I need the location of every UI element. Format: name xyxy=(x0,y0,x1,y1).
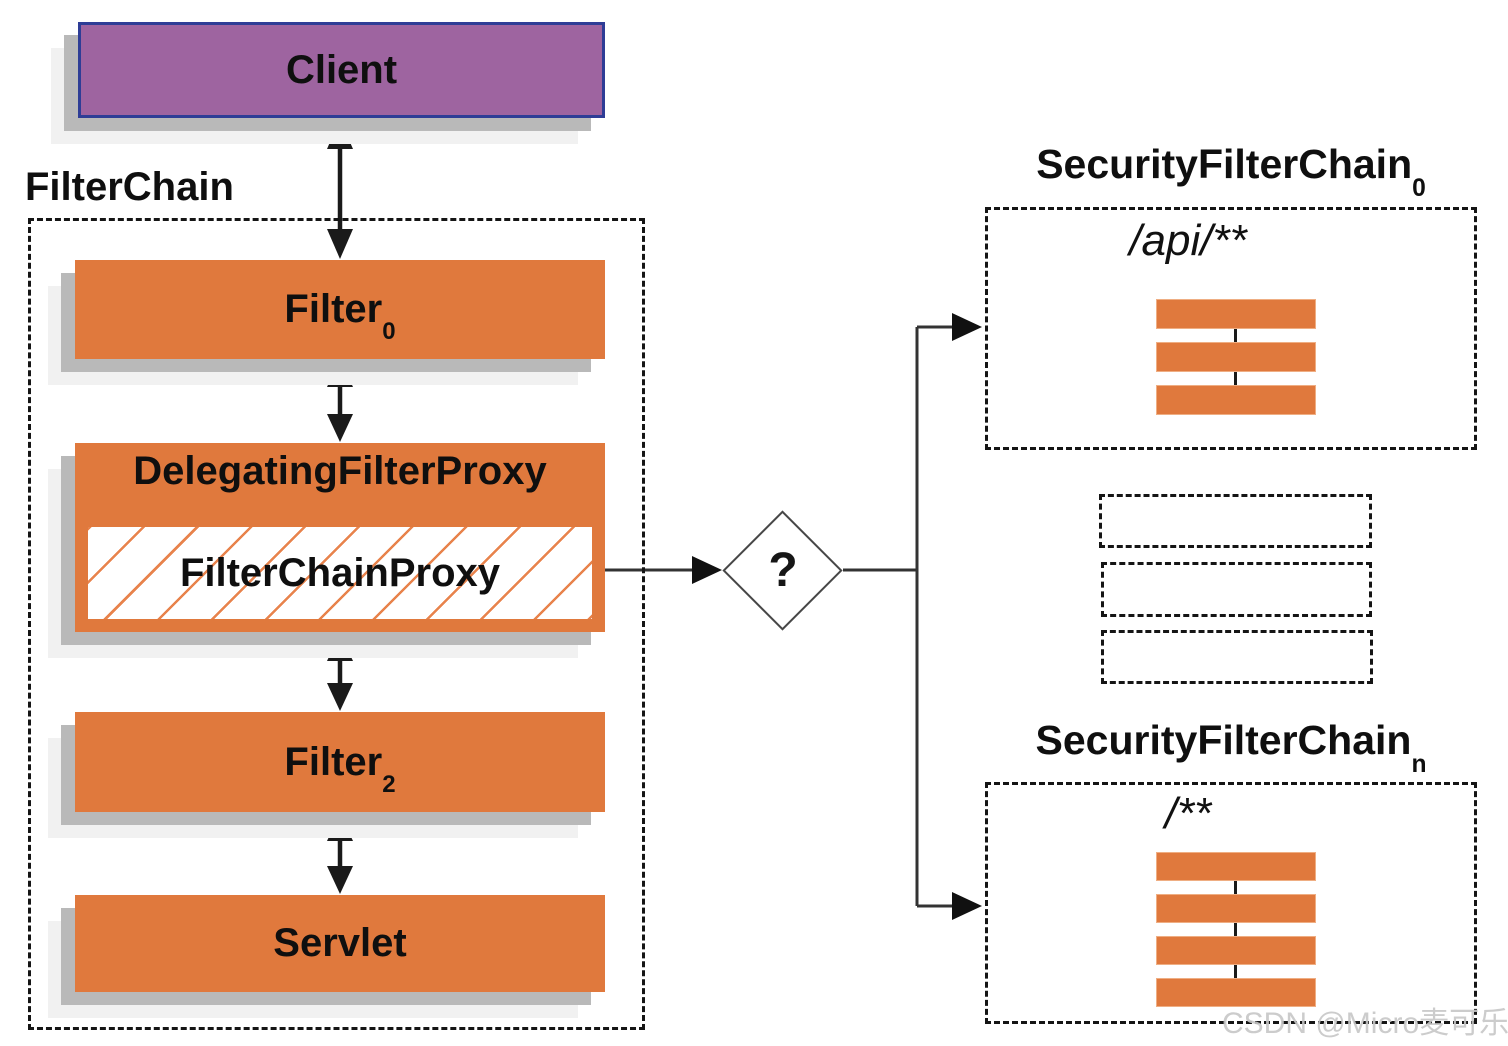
placeholder-chain-box xyxy=(1101,630,1373,684)
filter-chain-proxy-box: FilterChainProxy xyxy=(86,525,594,621)
filter-slot-bar xyxy=(1156,894,1316,923)
servlet-label: Servlet xyxy=(273,921,407,965)
security-filter-chain-n-title: SecurityFilterChainn xyxy=(1035,717,1427,778)
filter0-label: Filter0 xyxy=(284,287,396,346)
security-filter-chain-0-box: /api/** xyxy=(985,207,1477,450)
client-box: Client xyxy=(78,22,605,118)
decision-branch-lines xyxy=(843,313,982,920)
client-label: Client xyxy=(285,47,398,92)
placeholder-chain-box xyxy=(1099,494,1372,548)
delegating-filter-proxy-label: DelegatingFilterProxy xyxy=(133,449,547,493)
security-filter-chain-0-url-pattern: /api/** xyxy=(1129,216,1247,265)
filter-slot-connector xyxy=(1234,868,1237,996)
filter-slot-bar xyxy=(1156,852,1316,881)
filterchain-label: FilterChain xyxy=(25,165,234,209)
placeholder-chain-box xyxy=(1101,562,1372,617)
security-filter-chain-n-box: /** xyxy=(985,782,1477,1024)
delegating-filter-proxy-box: DelegatingFilterProxy FilterChainProxy xyxy=(75,443,605,632)
filter-slot-bar xyxy=(1156,936,1316,965)
security-filter-chain-0-title: SecurityFilterChain0 xyxy=(1036,141,1426,202)
decision-question-label: ? xyxy=(768,543,798,597)
servlet-box: Servlet xyxy=(75,895,605,992)
watermark-text: CSDN @Micro麦可乐 xyxy=(1222,1007,1508,1040)
filter-chain-proxy-label: FilterChainProxy xyxy=(179,550,501,595)
filter-slot-bar xyxy=(1156,978,1316,1007)
filter2-label: Filter2 xyxy=(284,739,396,798)
filter-slot-bar xyxy=(1156,342,1316,372)
filter-slot-bar xyxy=(1156,385,1316,415)
filter-slot-bar xyxy=(1156,299,1316,329)
filter0-box: Filter0 xyxy=(75,260,605,359)
filterchain-dashed-box xyxy=(28,218,645,1030)
security-filter-chain-n-url-pattern: /** xyxy=(1164,789,1212,838)
filter2-box: Filter2 xyxy=(75,712,605,812)
